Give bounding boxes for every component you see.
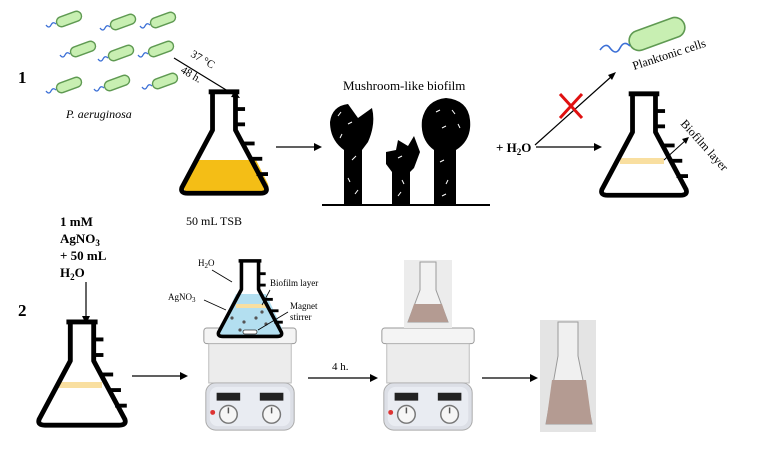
bacterium-icon — [137, 40, 176, 59]
stirring-labels: H2O AgNO3 Biofilm layer Magnet stirrer — [168, 258, 318, 331]
reagent-concentration: 1 mM — [60, 214, 93, 229]
time-label: 4 h. — [332, 361, 349, 373]
magnet-bar-icon — [242, 329, 258, 335]
cross-icon — [558, 92, 584, 120]
reagent-agno3: AgNO3 — [60, 231, 100, 248]
biofilm-layer-label: Biofilm layer — [678, 117, 731, 174]
magnetic-stirrer-icon — [203, 327, 297, 431]
biofilm-pointer — [663, 139, 687, 161]
bacterium-icon — [99, 13, 138, 32]
planktonic-cell-icon — [599, 16, 686, 53]
organism-label: P. aeruginosa — [65, 107, 132, 121]
arrow-head-icon — [314, 143, 322, 151]
step-1-number: 1 — [18, 68, 27, 87]
magnetic-stirrer-icon — [381, 327, 475, 431]
arrow-head-icon — [370, 374, 378, 382]
bacterium-icon — [59, 40, 98, 59]
flask-icon — [39, 322, 127, 425]
mushroom-biofilm-icon — [322, 98, 490, 206]
tsb-label: 50 mL TSB — [186, 214, 242, 228]
bacterium-icon — [45, 10, 84, 29]
reagent-block: 1 mM AgNO3 + 50 mL H2O — [60, 214, 107, 282]
bacterium-icon — [93, 74, 132, 93]
arrow-head-icon — [682, 137, 689, 144]
stirring-biofilm-label: Biofilm layer — [270, 278, 318, 288]
culture-photo-2 — [540, 320, 596, 432]
arrow-head-icon — [594, 143, 602, 151]
biofilm-layer-band — [620, 158, 664, 164]
biofilm-layer-band — [58, 382, 102, 388]
h2o-label: H2O — [198, 258, 215, 270]
tsb-medium — [183, 160, 269, 192]
reagent-water: H2O — [60, 265, 85, 282]
biofilm-layer-band — [236, 304, 266, 308]
bacteria-cluster — [45, 10, 180, 95]
stirrer-label: stirrer — [290, 312, 312, 322]
stirring-flask — [216, 258, 285, 339]
arrow-head-icon — [530, 374, 538, 382]
bacterium-icon — [97, 44, 136, 63]
bacterium-icon — [141, 72, 180, 91]
agno3-label: AgNO3 — [168, 292, 196, 304]
flask-icon — [602, 94, 688, 195]
reagent-volume: + 50 mL — [60, 248, 107, 263]
tsb-flask — [182, 92, 269, 193]
arrow-head-icon — [608, 72, 616, 80]
arrow-head-icon — [180, 372, 188, 380]
culture-photo-1 — [404, 260, 452, 328]
biofilm-title: Mushroom-like biofilm — [343, 78, 465, 93]
bacterium-icon — [139, 11, 178, 30]
magnet-label: Magnet — [290, 301, 318, 311]
water-addition-label: + H2O — [496, 140, 531, 157]
bacterium-icon — [45, 76, 84, 95]
reagent-flask — [39, 322, 127, 425]
duration-label: 48 h. — [179, 64, 204, 86]
step-2-number: 2 — [18, 301, 27, 320]
biofilm-flask — [602, 94, 688, 195]
